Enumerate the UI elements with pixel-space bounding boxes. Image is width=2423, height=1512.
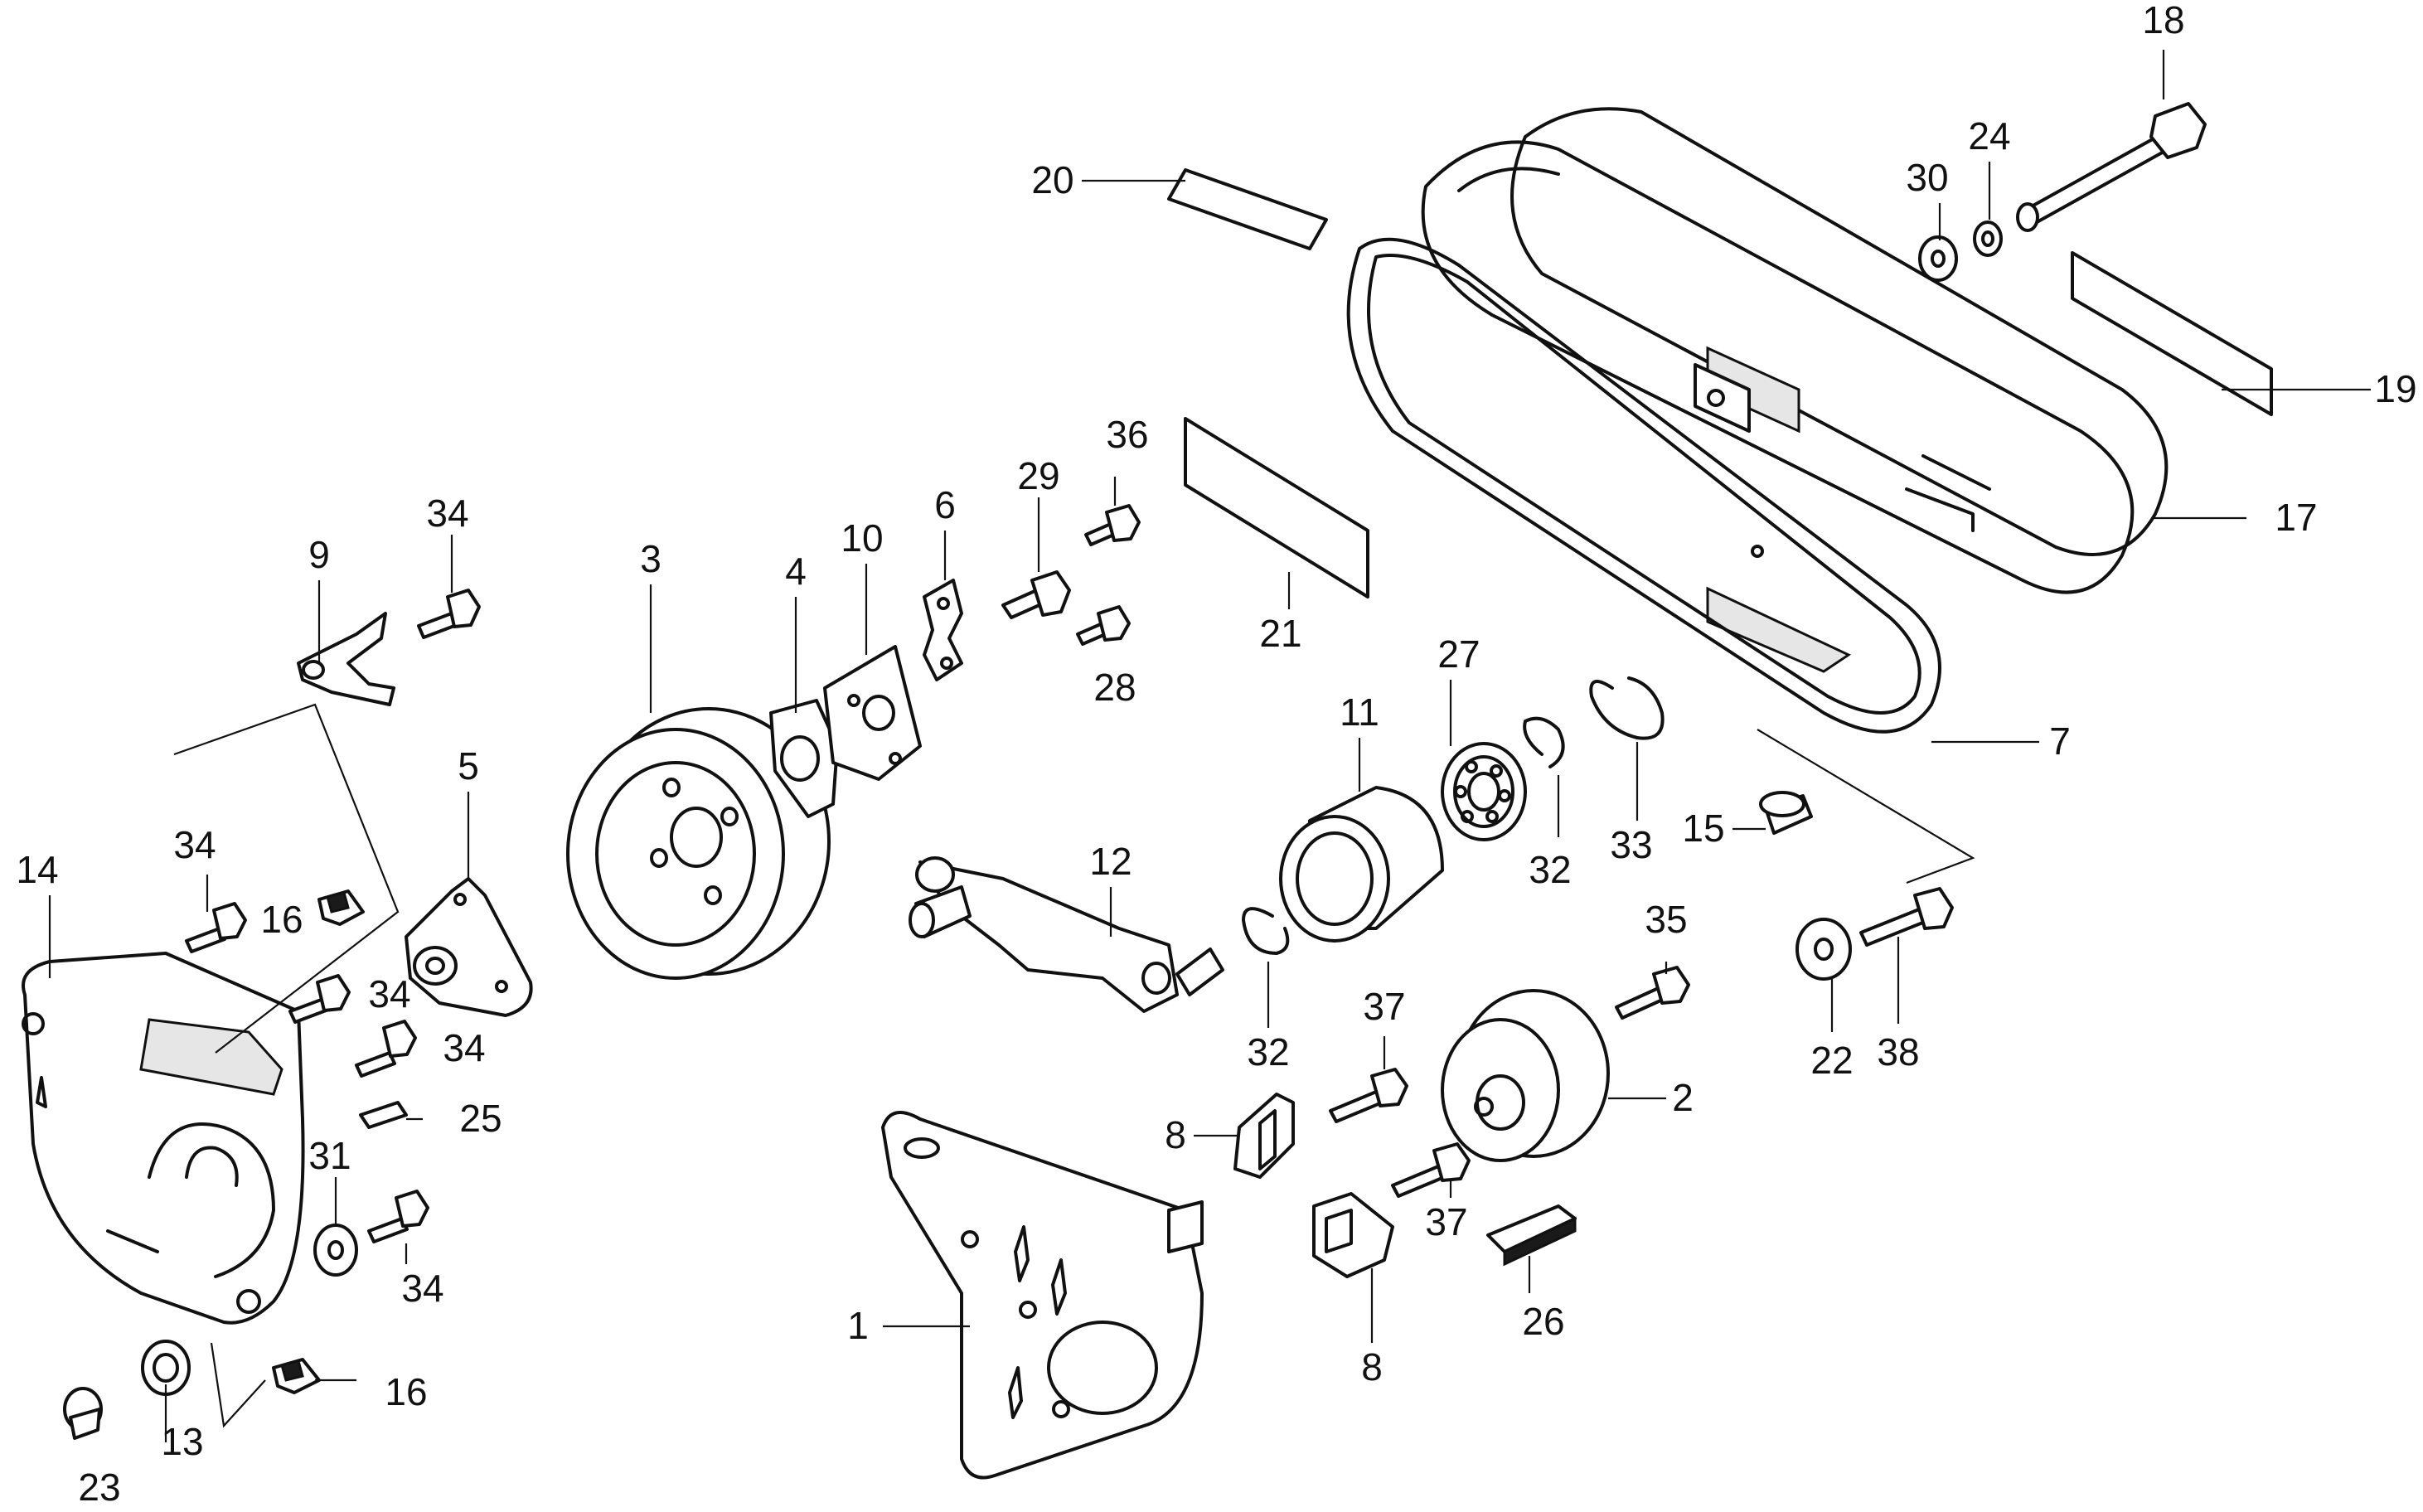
- ball-bearing: [1441, 742, 1527, 841]
- label-33: 33: [1610, 823, 1652, 866]
- label-37b: 37: [1425, 1200, 1467, 1243]
- bracket-8-lower: [1312, 1192, 1394, 1278]
- long-bolt: [2016, 102, 2207, 232]
- bolt-34-c: [288, 974, 351, 1024]
- bolt-37-upper: [1329, 1068, 1408, 1123]
- bolt-28: [1076, 605, 1131, 646]
- label-19: 19: [2374, 367, 2416, 410]
- label-13: 13: [161, 1420, 203, 1463]
- label-14: 14: [16, 848, 58, 891]
- bolt-34-e: [367, 1190, 429, 1243]
- v-belt: [1346, 237, 1941, 734]
- flat-washer-30: [1918, 235, 1958, 282]
- label-25: 25: [459, 1097, 502, 1140]
- label-28: 28: [1093, 666, 1136, 709]
- label-16a: 16: [260, 898, 303, 941]
- label-26: 26: [1522, 1300, 1564, 1343]
- label-8a: 8: [1165, 1113, 1186, 1156]
- label-2: 2: [1672, 1076, 1694, 1119]
- plug-15: [1759, 791, 1813, 835]
- spacer-collar: [1279, 786, 1444, 943]
- label-1: 1: [847, 1304, 869, 1347]
- label-10: 10: [841, 516, 883, 560]
- back-plate: [22, 952, 305, 1325]
- label-8b: 8: [1361, 1345, 1383, 1388]
- bracket-8-upper: [1233, 1093, 1295, 1179]
- label-37a: 37: [1363, 985, 1405, 1028]
- label-34e: 34: [401, 1267, 443, 1310]
- bolt-34-b: [185, 902, 247, 953]
- label-6: 6: [934, 483, 956, 526]
- decal-21: [1184, 417, 1369, 598]
- bolt-29: [1001, 570, 1071, 619]
- idler-pulley: [1441, 989, 1610, 1162]
- label-29: 29: [1017, 454, 1059, 497]
- label-4: 4: [785, 550, 807, 593]
- label-16b: 16: [385, 1370, 427, 1413]
- clip-16-upper: [317, 889, 365, 926]
- bracket-9: [297, 612, 395, 706]
- circlip-32-upper: [1523, 716, 1565, 768]
- bolt-38: [1859, 887, 1954, 947]
- label-32a: 32: [1529, 848, 1571, 891]
- label-23: 23: [78, 1466, 120, 1509]
- label-22: 22: [1810, 1039, 1853, 1082]
- label-34d: 34: [443, 1026, 485, 1069]
- mounting-bracket: [881, 1111, 1204, 1480]
- flat-washer-22: [1795, 918, 1852, 981]
- label-5: 5: [458, 744, 479, 788]
- leader-lines: [48, 50, 2371, 1442]
- key-25: [359, 1101, 408, 1129]
- label-21: 21: [1259, 612, 1301, 655]
- clip-6: [923, 579, 963, 681]
- label-27: 27: [1437, 632, 1480, 676]
- label-35: 35: [1645, 898, 1687, 941]
- label-3: 3: [640, 537, 661, 580]
- belt-cover-case: [1421, 107, 2169, 673]
- circlip-32-lower: [1242, 907, 1290, 955]
- label-34a: 34: [426, 492, 468, 535]
- label-7: 7: [2049, 720, 2071, 763]
- bolt-34-a: [417, 589, 481, 639]
- label-20: 20: [1031, 158, 1073, 201]
- label-24: 24: [1968, 114, 2010, 158]
- gasket-4: [769, 699, 839, 818]
- label-34b: 34: [173, 823, 216, 866]
- label-34c: 34: [368, 972, 410, 1015]
- drive-pulley: [566, 707, 831, 980]
- flat-washer-31: [313, 1224, 358, 1277]
- label-36: 36: [1106, 413, 1148, 456]
- bolt-34-d: [355, 1020, 417, 1078]
- clip-16-lower: [272, 1358, 321, 1394]
- plate-10: [823, 645, 922, 781]
- label-12: 12: [1089, 840, 1132, 883]
- decal-19: [2071, 251, 2273, 416]
- label-38: 38: [1877, 1030, 1919, 1073]
- bracket-5: [405, 877, 533, 1017]
- circlip-33: [1589, 676, 1665, 740]
- bolt-35: [1615, 966, 1690, 1020]
- label-31: 31: [308, 1134, 351, 1177]
- label-30: 30: [1906, 156, 1948, 199]
- part-labels: 1 2 3 4 5 6 7 8 8 9 10 11 12 13 14 15 16…: [16, 0, 2416, 1509]
- label-32b: 32: [1247, 1030, 1289, 1073]
- label-18: 18: [2142, 0, 2184, 41]
- bolt-36: [1084, 504, 1141, 546]
- label-11: 11: [1340, 691, 1379, 734]
- decal-20: [1167, 168, 1328, 250]
- key-26: [1486, 1204, 1577, 1267]
- cap-23: [63, 1387, 103, 1440]
- label-17: 17: [2275, 496, 2317, 539]
- bolt-37-lower: [1391, 1142, 1471, 1198]
- tension-arm: [909, 856, 1224, 1013]
- label-9: 9: [308, 533, 330, 576]
- label-15: 15: [1682, 807, 1724, 850]
- lock-washer: [1973, 220, 2003, 257]
